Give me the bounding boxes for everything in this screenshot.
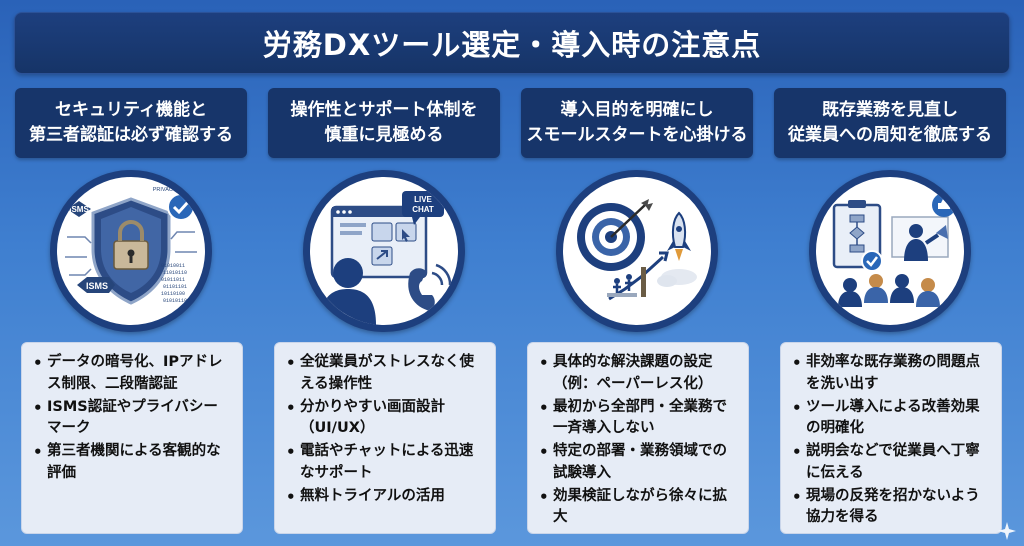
- binary-line: 01010110: [163, 298, 187, 304]
- heading-line-2: 従業員への周知を徹底する: [788, 125, 992, 145]
- binary-line: 11010110: [163, 270, 187, 276]
- column-usability: 操作性とサポート体制を 慎重に見極める LIVE CHAT 全従業員がストレス: [268, 88, 500, 536]
- list-item: 現場の反発を招かないよう協力を得る: [791, 486, 991, 530]
- heading-line-2: 慎重に見極める: [324, 125, 444, 145]
- binary-line: 01101101: [163, 284, 187, 290]
- target-rocket-icon: [577, 199, 697, 301]
- binary-line: 10110100: [161, 291, 185, 297]
- list-item: 分かりやすい画面設計（UI/UX）: [285, 397, 485, 441]
- list-item: 説明会などで従業員へ丁寧に伝える: [791, 441, 991, 485]
- binary-line: 01010011: [161, 263, 185, 269]
- list-item: 非効率な既存業務の問題点を洗い出す: [791, 352, 991, 396]
- list-item: 最初から全部門・全業務で一斉導入しない: [538, 397, 738, 441]
- bullet-panel: 具体的な解決課題の設定（例：ペーパーレス化） 最初から全部門・全業務で一斉導入し…: [527, 342, 749, 534]
- heading-line-1: 導入目的を明確にし: [560, 100, 714, 121]
- bullet-panel: データの暗号化、IPアドレス制限、二段階認証 ISMS認証やプライバシーマーク …: [21, 342, 243, 534]
- isms-badge-bottom: ISMS: [86, 281, 108, 291]
- list-item: 全従業員がストレスなく使える操作性: [285, 352, 485, 396]
- live-chat-label: LIVE: [414, 195, 432, 204]
- presentation-icon: [832, 193, 956, 307]
- list-item: 効果検証しながら徐々に拡大: [538, 486, 738, 530]
- heading-line-2: スモールスタートを心掛ける: [526, 125, 748, 145]
- privacy-badge-text: PRIVACY CHEP: [153, 187, 194, 193]
- column-security: セキュリティ機能と 第三者認証は必ず確認する ISMS ISMS PRIVACY…: [15, 88, 247, 536]
- column-small-start: 導入目的を明確にし スモールスタートを心掛ける 具体的な解決: [521, 88, 753, 536]
- list-item: データの暗号化、IPアドレス制限、二段階認証: [32, 352, 232, 396]
- column-heading: セキュリティ機能と 第三者認証は必ず確認する: [15, 88, 247, 158]
- heading-line-2: 第三者認証は必ず確認する: [29, 125, 233, 145]
- heading-line-1: 操作性とサポート体制を: [290, 100, 478, 121]
- isms-badge-top: ISMS: [69, 205, 89, 214]
- heading-line-1: セキュリティ機能と: [55, 100, 207, 121]
- list-item: 具体的な解決課題の設定（例：ペーパーレス化）: [538, 352, 738, 396]
- small-start-illustration: [556, 170, 718, 332]
- bullet-panel: 非効率な既存業務の問題点を洗い出す ツール導入による改善効果の明確化 説明会など…: [780, 342, 1002, 534]
- usability-illustration: LIVE CHAT: [303, 170, 465, 332]
- column-workflow-review: 既存業務を見直し 従業員への周知を徹底する: [774, 88, 1006, 536]
- security-illustration: ISMS ISMS PRIVACY CHEP 01010011 11010110…: [50, 170, 212, 332]
- security-shield-icon: ISMS ISMS PRIVACY CHEP 01010011 11010110…: [65, 187, 197, 305]
- list-item: 電話やチャットによる迅速なサポート: [285, 441, 485, 485]
- bullet-panel: 全従業員がストレスなく使える操作性 分かりやすい画面設計（UI/UX） 電話やチ…: [274, 342, 496, 534]
- column-heading: 導入目的を明確にし スモールスタートを心掛ける: [521, 88, 753, 158]
- sparkle-icon: [998, 522, 1016, 540]
- column-heading: 操作性とサポート体制を 慎重に見極める: [268, 88, 500, 158]
- column-heading: 既存業務を見直し 従業員への周知を徹底する: [774, 88, 1006, 158]
- page-title: 労務DXツール選定・導入時の注意点: [14, 12, 1010, 74]
- list-item: ツール導入による改善効果の明確化: [791, 397, 991, 441]
- list-item: ISMS認証やプライバシーマーク: [32, 397, 232, 441]
- live-chat-label: CHAT: [412, 205, 434, 214]
- list-item: 第三者機関による客観的な評価: [32, 441, 232, 485]
- list-item: 特定の部署・業務領域での試験導入: [538, 441, 738, 485]
- workflow-illustration: [809, 170, 971, 332]
- binary-line: 01011011: [161, 277, 185, 283]
- heading-line-1: 既存業務を見直し: [822, 100, 958, 121]
- support-chat-icon: LIVE CHAT: [320, 191, 452, 325]
- list-item: 無料トライアルの活用: [285, 486, 485, 508]
